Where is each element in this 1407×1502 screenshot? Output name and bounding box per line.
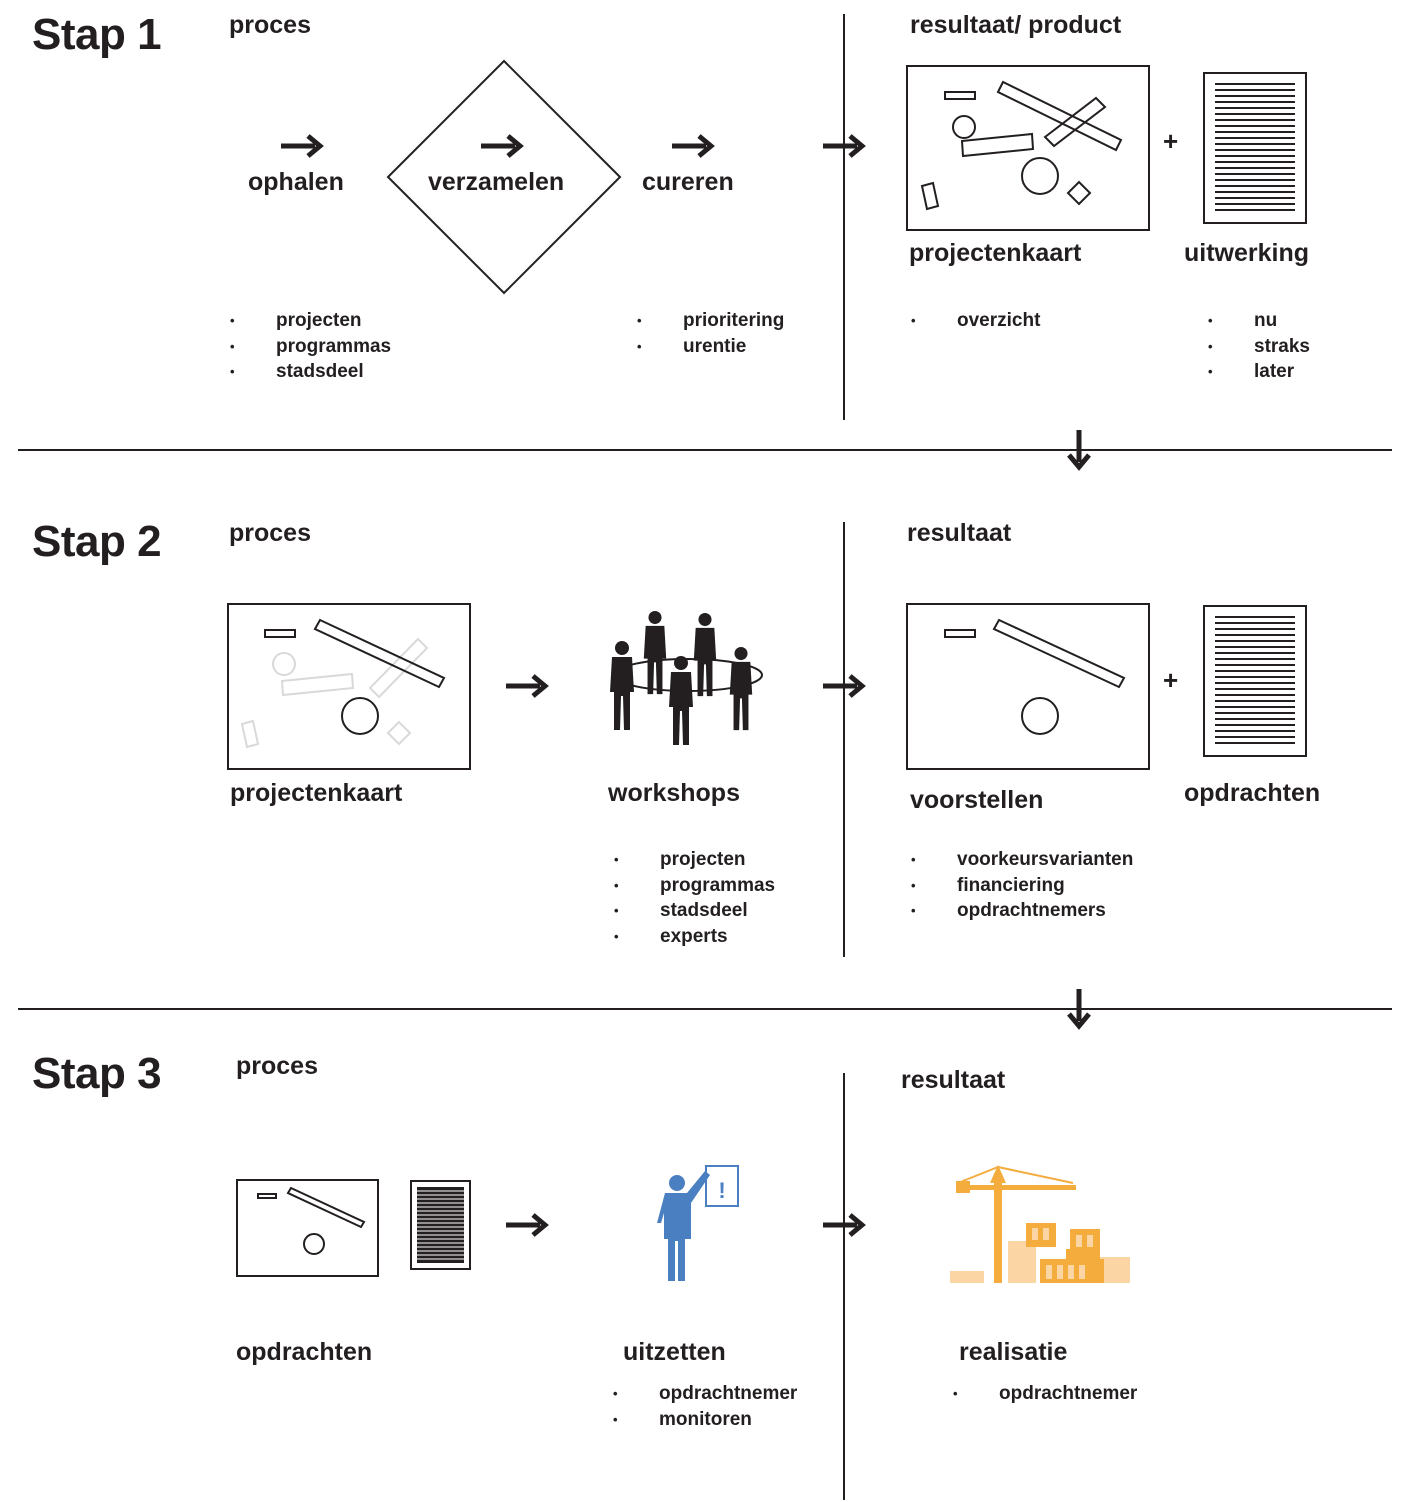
realisatie-bullet-list: opdrachtnemer bbox=[953, 1381, 1137, 1407]
list-item: experts bbox=[614, 924, 775, 950]
result-label-realisatie: realisatie bbox=[959, 1338, 1068, 1366]
process-label-cureren: cureren bbox=[642, 168, 734, 196]
list-item: later bbox=[1208, 359, 1310, 385]
arrow-right-icon bbox=[281, 133, 325, 159]
list-item: projecten bbox=[614, 847, 775, 873]
document-icon bbox=[410, 1180, 471, 1270]
voorstellen-bullet-list: voorkeursvarianten financiering opdracht… bbox=[911, 847, 1133, 924]
person-sign-icon bbox=[657, 1165, 739, 1281]
list-item: programmas bbox=[230, 334, 391, 360]
arrow-right-icon bbox=[823, 1212, 867, 1238]
list-item: stadsdeel bbox=[230, 359, 391, 385]
list-item: nu bbox=[1208, 308, 1310, 334]
result-label-opdrachten: opdrachten bbox=[1184, 779, 1321, 807]
list-item: opdrachtnemer bbox=[613, 1381, 797, 1407]
result-label-projectenkaart: projectenkaart bbox=[909, 239, 1082, 267]
process-label-opdrachten: opdrachten bbox=[236, 1338, 373, 1366]
step-3-process-heading: proces bbox=[236, 1052, 318, 1080]
arrow-right-icon bbox=[823, 133, 867, 159]
list-item: programmas bbox=[614, 873, 775, 899]
step-2-process-heading: proces bbox=[229, 519, 311, 547]
list-item: projecten bbox=[230, 308, 391, 334]
step-2-result-heading: resultaat bbox=[907, 519, 1012, 547]
result-label-uitwerking: uitwerking bbox=[1184, 239, 1310, 267]
process-label-projectenkaart: projectenkaart bbox=[230, 779, 403, 807]
map-icon bbox=[906, 65, 1150, 231]
list-item: financiering bbox=[911, 873, 1133, 899]
process-label-ophalen: ophalen bbox=[248, 168, 344, 196]
construction-icon bbox=[950, 1165, 1130, 1283]
arrow-right-icon bbox=[672, 133, 716, 159]
map-icon bbox=[906, 603, 1150, 770]
people-meeting-icon bbox=[610, 611, 763, 745]
step-3-title: Stap 3 bbox=[32, 1049, 162, 1098]
step-1-result-heading: resultaat/ product bbox=[910, 11, 1122, 39]
list-item: monitoren bbox=[613, 1407, 797, 1433]
list-item: straks bbox=[1208, 334, 1310, 360]
step-2-title: Stap 2 bbox=[32, 517, 162, 566]
step-separator bbox=[18, 1008, 1392, 1010]
arrow-right-icon bbox=[823, 673, 867, 699]
document-icon bbox=[1203, 605, 1307, 757]
ophalen-bullet-list: projecten programmas stadsdeel bbox=[230, 308, 391, 385]
alert-mark: ! bbox=[718, 1178, 726, 1203]
projectenkaart-bullet-list: overzicht bbox=[911, 308, 1041, 334]
list-item: opdrachtnemer bbox=[953, 1381, 1137, 1407]
process-label-verzamelen: verzamelen bbox=[428, 168, 565, 196]
plus-sign: + bbox=[1163, 126, 1179, 156]
cureren-bullet-list: prioritering urentie bbox=[637, 308, 785, 360]
step-separator bbox=[18, 449, 1392, 451]
process-label-workshops: workshops bbox=[608, 779, 740, 807]
arrow-right-icon bbox=[506, 1212, 550, 1238]
document-icon bbox=[1203, 72, 1307, 224]
process-label-uitzetten: uitzetten bbox=[623, 1338, 726, 1366]
uitzetten-bullet-list: opdrachtnemer monitoren bbox=[613, 1381, 797, 1433]
uitwerking-bullet-list: nu straks later bbox=[1208, 308, 1310, 385]
arrow-right-icon bbox=[506, 673, 550, 699]
arrow-right-icon bbox=[481, 133, 525, 159]
step-1-title: Stap 1 bbox=[32, 10, 162, 59]
step-1-divider bbox=[843, 14, 845, 420]
list-item: urentie bbox=[637, 334, 784, 360]
map-icon bbox=[236, 1179, 379, 1277]
list-item: voorkeursvarianten bbox=[911, 847, 1133, 873]
plus-sign: + bbox=[1163, 665, 1179, 695]
step-1-process-heading: proces bbox=[229, 11, 311, 39]
workshops-bullet-list: projecten programmas stadsdeel experts bbox=[614, 847, 775, 950]
decision-diamond bbox=[386, 59, 622, 295]
list-item: opdrachtnemers bbox=[911, 898, 1133, 924]
list-item: overzicht bbox=[911, 308, 1041, 334]
arrow-down-icon bbox=[1066, 430, 1092, 472]
arrow-down-icon bbox=[1066, 989, 1092, 1031]
step-3-divider bbox=[843, 1073, 845, 1500]
step-3-result-heading: resultaat bbox=[901, 1066, 1006, 1094]
list-item: stadsdeel bbox=[614, 898, 775, 924]
list-item: prioritering bbox=[637, 308, 785, 334]
map-icon bbox=[227, 603, 471, 770]
result-label-voorstellen: voorstellen bbox=[910, 786, 1044, 814]
step-2-divider bbox=[843, 522, 845, 957]
